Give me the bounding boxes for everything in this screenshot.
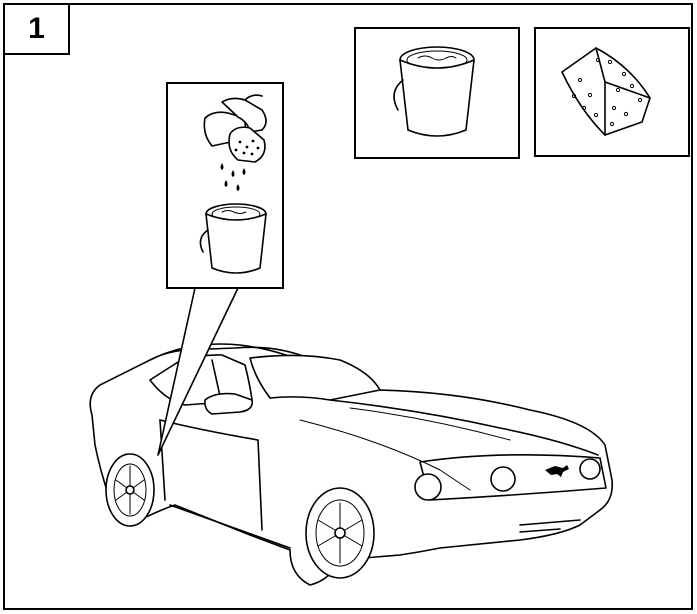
front-wheel (306, 488, 374, 578)
sponge-panel (535, 28, 689, 156)
callout-panel (167, 83, 283, 288)
rear-wheel (106, 454, 154, 526)
step-number-badge: 1 (3, 3, 70, 55)
car-illustration (90, 344, 612, 585)
bucket-panel (355, 28, 519, 158)
